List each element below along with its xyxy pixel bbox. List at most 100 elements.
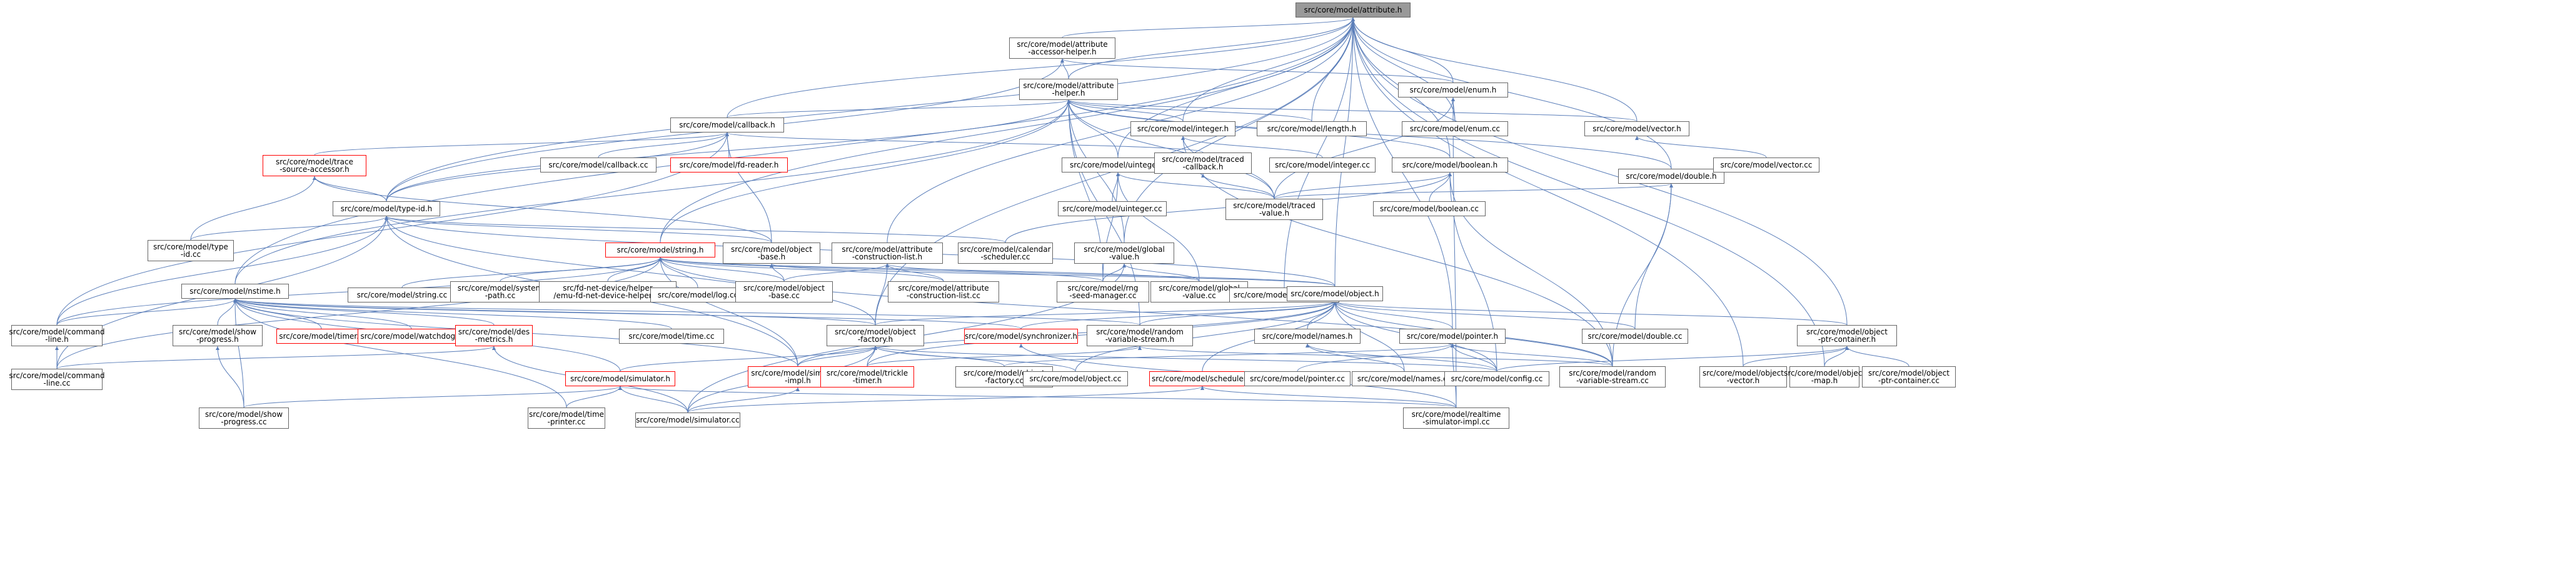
node-label: src/core/model/attribute	[898, 284, 989, 292]
node-label: src/core/model/fd-reader.h	[679, 161, 779, 169]
node-uinteger-cc[interactable]: src/core/model/uinteger.cc	[1058, 201, 1167, 216]
node-label: src/core/model/boolean.cc	[1380, 204, 1479, 213]
node-double-h[interactable]: src/core/model/double.h	[1618, 169, 1724, 184]
node-fd-reader-h[interactable]: src/core/model/fd-reader.h	[670, 158, 788, 172]
edge-string-h-to-log-cc	[658, 257, 698, 288]
node-integer-cc[interactable]: src/core/model/integer.cc	[1269, 158, 1376, 172]
edge-attribute-construction-list-h-to-object-h	[885, 263, 1336, 287]
node-callback-cc[interactable]: src/core/model/callback.cc	[540, 158, 657, 172]
node-attribute-h[interactable]: src/core/model/attribute.h	[1296, 2, 1411, 18]
edge-names-h-to-names-cc	[1306, 343, 1405, 372]
node-vector-h[interactable]: src/core/model/vector.h	[1584, 121, 1689, 136]
edge-object-h-to-object-cc	[1075, 301, 1337, 372]
node-label: src/core/model/show	[178, 328, 257, 336]
node-synchronizer-h[interactable]: src/core/model/synchronizer.h	[964, 329, 1078, 344]
node-attribute-accessor-helper-h[interactable]: src/core/model/attribute-accessor-helper…	[1009, 38, 1115, 59]
node-attribute-helper-h[interactable]: src/core/model/attribute-helper.h	[1019, 79, 1118, 100]
node-time-cc[interactable]: src/core/model/time.cc	[619, 329, 724, 344]
node-string-cc[interactable]: src/core/model/string.cc	[348, 288, 456, 302]
node-rng-seed-manager-cc[interactable]: src/core/model/rng-seed-manager.cc	[1057, 281, 1149, 302]
node-pointer-cc[interactable]: src/core/model/pointer.cc	[1244, 371, 1351, 386]
node-config-cc[interactable]: src/core/model/config.cc	[1444, 371, 1549, 386]
node-type-id-h[interactable]: src/core/model/type-id.h	[333, 201, 440, 216]
node-integer-h[interactable]: src/core/model/integer.h	[1130, 121, 1235, 136]
node-log-cc[interactable]: src/core/model/log.cc	[650, 288, 745, 302]
edge-attribute-helper-h-to-integer-h	[1067, 99, 1184, 122]
node-label: -construction-list.h	[852, 252, 923, 261]
node-random-variable-stream-cc[interactable]: src/core/model/random-variable-stream.cc	[1559, 366, 1666, 388]
node-attribute-construction-list-h[interactable]: src/core/model/attribute-construction-li…	[832, 242, 943, 264]
node-boolean-h[interactable]: src/core/model/boolean.h	[1392, 158, 1508, 172]
node-simulator-cc[interactable]: src/core/model/simulator.cc	[635, 412, 740, 428]
node-vector-cc[interactable]: src/core/model/vector.cc	[1713, 158, 1819, 172]
node-object-ptr-container-h[interactable]: src/core/model/object-ptr-container.h	[1797, 325, 1897, 346]
node-label: src/core/model/config.cc	[1451, 374, 1543, 383]
edge-attribute-h-to-vector-h	[1351, 17, 1638, 122]
node-trace-source-accessor-h[interactable]: src/core/model/trace-source-accessor.h	[263, 155, 366, 176]
node-label: -path.cc	[485, 291, 516, 300]
node-fd-net-device-helper-cc[interactable]: src/fd-net-device/helper/emu-fd-net-devi…	[539, 281, 677, 302]
node-random-variable-stream-h[interactable]: src/core/model/random-variable-stream.h	[1087, 325, 1193, 346]
node-label: src/core/model/enum.h	[1409, 86, 1497, 94]
node-boolean-cc[interactable]: src/core/model/boolean.cc	[1373, 201, 1486, 216]
node-object-cc[interactable]: src/core/model/object.cc	[1023, 371, 1128, 386]
node-object-ptr-container-cc[interactable]: src/core/model/object-ptr-container.cc	[1862, 366, 1956, 388]
node-nstime-h[interactable]: src/core/model/nstime.h	[181, 284, 289, 299]
node-label: -ptr-container.h	[1818, 335, 1876, 344]
edge-object-factory-h-to-config-cc	[873, 346, 1497, 372]
node-object-h[interactable]: src/core/model/object.h	[1287, 286, 1383, 301]
node-command-line-h[interactable]: src/core/model/command-line.h	[9, 325, 104, 346]
edge-random-variable-stream-h-to-random-variable-stream-cc	[1138, 346, 1613, 367]
node-string-h[interactable]: src/core/model/string.h	[605, 242, 715, 258]
node-trickle-timer-h[interactable]: src/core/model/trickle-timer.h	[820, 366, 914, 388]
node-enum-h[interactable]: src/core/model/enum.h	[1398, 82, 1508, 98]
node-label: src/core/model/object	[1868, 369, 1950, 378]
node-traced-callback-h[interactable]: src/core/model/traced-callback.h	[1154, 152, 1252, 174]
node-label: -value.cc	[1182, 291, 1216, 300]
node-scheduler-h[interactable]: src/core/model/scheduler.h	[1149, 371, 1255, 386]
node-callback-h[interactable]: src/core/model/callback.h	[670, 118, 784, 132]
node-watchdog-h[interactable]: src/core/model/watchdog.h	[358, 329, 465, 344]
edge-attribute-h-to-pointer-h	[1351, 17, 1453, 329]
edge-attribute-h-to-callback-h	[727, 17, 1355, 118]
node-system-path-cc[interactable]: src/core/model/system-path.cc	[450, 281, 550, 302]
edge-object-h-to-double-cc	[1333, 301, 1636, 329]
node-label: src/core/model/object	[731, 245, 812, 254]
node-simulator-h[interactable]: src/core/model/simulator.h	[565, 371, 675, 386]
node-object-vector-h[interactable]: src/core/model/object-vector.h	[1699, 366, 1787, 388]
node-object-base-cc[interactable]: src/core/model/object-base.cc	[735, 281, 833, 302]
edge-simulator-h-to-show-progress-cc	[243, 386, 622, 408]
node-des-metrics-h[interactable]: src/core/model/des-metrics.h	[455, 325, 533, 346]
node-label: -map.h	[1811, 376, 1838, 385]
node-object-base-h[interactable]: src/core/model/object-base.h	[723, 242, 820, 264]
node-label: -progress.cc	[221, 418, 267, 426]
node-show-progress-cc[interactable]: src/core/model/show-progress.cc	[199, 408, 289, 429]
node-type-id-cc[interactable]: src/core/model/type-id.cc	[148, 240, 234, 261]
node-object-factory-h[interactable]: src/core/model/object-factory.h	[827, 325, 924, 346]
edge-attribute-h-to-global-value-h	[1124, 17, 1355, 243]
node-label: src/core/model/command	[9, 371, 105, 380]
node-calendar-scheduler-cc[interactable]: src/core/model/calendar-scheduler.cc	[958, 242, 1053, 264]
node-pointer-h[interactable]: src/core/model/pointer.h	[1399, 329, 1506, 344]
node-show-progress-h[interactable]: src/core/model/show-progress.h	[173, 325, 263, 346]
node-realtime-simulator-impl-cc[interactable]: src/core/model/realtime-simulator-impl.c…	[1403, 408, 1509, 429]
node-label: src/core/model/time	[528, 410, 605, 419]
node-double-cc[interactable]: src/core/model/double.cc	[1582, 329, 1688, 344]
node-names-h[interactable]: src/core/model/names.h	[1254, 329, 1361, 344]
node-timer-h[interactable]: src/core/model/timer.h	[276, 329, 366, 344]
node-enum-cc[interactable]: src/core/model/enum.cc	[1402, 121, 1508, 136]
node-length-h[interactable]: src/core/model/length.h	[1257, 121, 1367, 136]
node-command-line-cc[interactable]: src/core/model/command-line.cc	[9, 369, 105, 390]
node-label: -simulator-impl.cc	[1422, 418, 1490, 426]
edge-attribute-h-to-uinteger-h	[1117, 17, 1355, 158]
edge-attribute-h-to-double-h	[1351, 17, 1672, 169]
node-names-cc[interactable]: src/core/model/names.cc	[1352, 371, 1457, 386]
node-attribute-construction-list-cc[interactable]: src/core/model/attribute-construction-li…	[888, 281, 999, 302]
node-object-map-h[interactable]: src/core/model/object-map.h	[1784, 366, 1865, 388]
node-traced-value-h[interactable]: src/core/model/traced-value.h	[1225, 199, 1323, 220]
edge-attribute-h-to-string-h	[660, 17, 1355, 243]
edge-attribute-helper-h-to-traced-value-h	[1067, 99, 1275, 199]
edge-attribute-h-to-object-vector-h	[1351, 17, 1744, 367]
node-time-printer-cc[interactable]: src/core/model/time-printer.cc	[528, 408, 605, 429]
node-global-value-h[interactable]: src/core/model/global-value.h	[1074, 242, 1174, 264]
